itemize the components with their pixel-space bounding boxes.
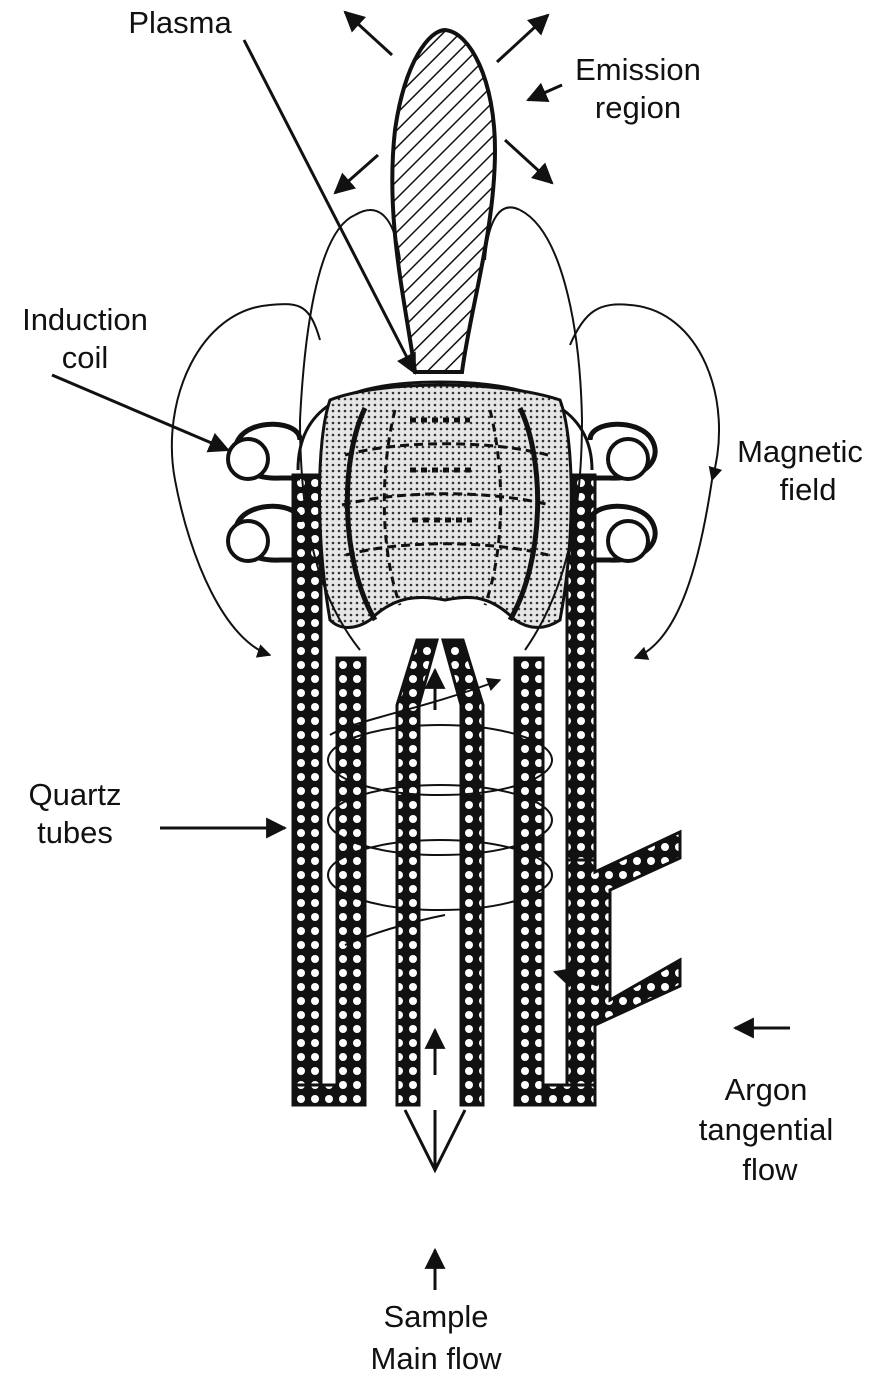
label-argon-flow-line2: tangential [699,1112,833,1147]
label-plasma: Plasma [128,5,232,40]
label-sample-line1: Sample [383,1299,488,1334]
label-magnetic-field-line1: Magnetic [737,434,863,469]
label-quartz-tubes-line2: tubes [37,815,113,850]
label-main-flow-line2: Main flow [371,1341,503,1376]
label-argon-flow-line1: Argon [725,1072,808,1107]
label-emission-region-line1: Emission [575,52,701,87]
label-induction-coil-line1: Induction [22,302,148,337]
label-quartz-tubes-line1: Quartz [28,777,121,812]
emission-region [392,30,495,372]
plasma-body [320,385,572,628]
label-induction-coil-line2: coil [62,340,109,375]
label-magnetic-field-line2: field [780,472,837,507]
label-emission-region-line2: region [595,90,681,125]
label-argon-flow-line3: flow [742,1152,798,1187]
